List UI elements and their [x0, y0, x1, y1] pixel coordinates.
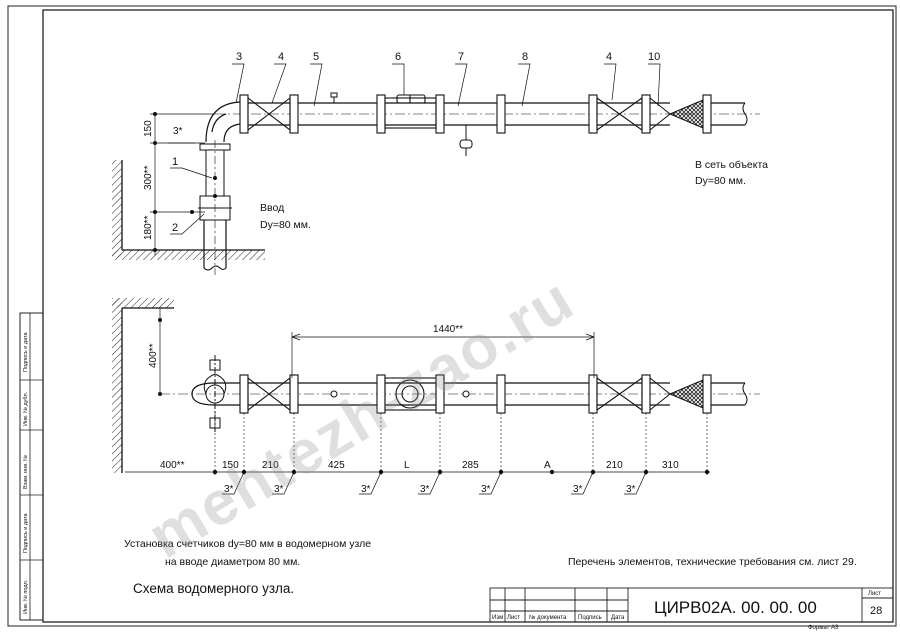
- meter-bottom: [384, 377, 437, 411]
- dim-dot: [158, 318, 162, 322]
- weld-mark: 3*: [274, 484, 284, 495]
- dim-dot: [158, 392, 162, 396]
- side-stamp-replace-inv: Взам. инв. №: [23, 455, 29, 489]
- callout-3: 3: [236, 51, 242, 63]
- dim-300: 300**: [143, 165, 154, 190]
- chain-dim-400: 400**: [160, 460, 185, 471]
- filter-top: [649, 97, 704, 131]
- side-stamp-signature-1: Подпись и дата: [23, 332, 29, 372]
- wall-bottom: [112, 298, 174, 473]
- chain-dim-L: L: [404, 460, 410, 471]
- side-stamp-signature-2: Подпись и дата: [23, 513, 29, 553]
- dim-150: 150: [143, 120, 154, 137]
- valves-bottom: [247, 377, 643, 411]
- weld-mark: 3*: [224, 484, 234, 495]
- title-block-headers: Изм Лист № документа Подпись Дата: [492, 614, 625, 621]
- reference-note: Перечень элементов, технические требован…: [568, 556, 857, 568]
- chain-dim-A: A: [544, 460, 551, 471]
- title-block: [489, 587, 894, 623]
- tb-header-date: Дата: [611, 615, 625, 621]
- callout-4a: 4: [278, 51, 284, 63]
- callout-7: 7: [458, 51, 464, 63]
- callout-1: 1: [172, 156, 178, 168]
- meter-top: [384, 94, 437, 129]
- dim-1440-label: 1440**: [433, 324, 463, 335]
- document-designation: ЦИРВ02А. 00. 00. 00: [654, 598, 817, 617]
- weld-mark: 3*: [420, 484, 430, 495]
- watermark: mehtezh-zao.ru: [137, 264, 586, 572]
- callouts-top: 3 4 5 6 7 8 4 10 1 2: [172, 51, 660, 234]
- elbow: [205, 101, 241, 143]
- weld-leaders: [222, 471, 647, 495]
- valves-top: [247, 97, 643, 131]
- vertical-dims-top: [150, 112, 215, 255]
- callout-6: 6: [395, 51, 401, 63]
- format-label: Формат А3: [808, 625, 839, 631]
- dim-180: 180**: [143, 215, 154, 240]
- callout-8: 8: [522, 51, 528, 63]
- top-view: 3 4 5 6 7 8 4 10 1 2: [112, 51, 768, 275]
- riser-clamp-bottom: [203, 355, 227, 432]
- chain-dim-150: 150: [222, 460, 239, 471]
- chain-dim-210a: 210: [262, 460, 279, 471]
- sheet-frame: [7, 5, 897, 627]
- tb-header-izm: Изм: [492, 615, 503, 621]
- inlet-label: Ввод: [260, 202, 284, 214]
- weld-mark: 3*: [573, 484, 583, 495]
- dim-3-star-top: 3*: [173, 126, 183, 137]
- chain-dim-210b: 210: [606, 460, 623, 471]
- install-note-line1: Установка счетчиков dy=80 мм в водомерно…: [124, 538, 371, 550]
- fittings-top: [330, 92, 473, 156]
- chain-dim-425: 425: [328, 460, 345, 471]
- chain-dim-310: 310: [662, 460, 679, 471]
- side-stamp-dup-inv: Инв. № дубл.: [23, 391, 29, 426]
- tb-header-doc: № документа: [529, 614, 567, 621]
- sheet-number: 28: [870, 605, 882, 617]
- riser-pipe: [198, 140, 232, 275]
- weld-mark: 3*: [626, 484, 636, 495]
- tb-header-sign: Подпись: [578, 615, 602, 621]
- side-stamp-orig-inv: Инв. № подл.: [23, 579, 29, 614]
- vertical-dim-dots: [153, 112, 217, 252]
- weld-mark: 3*: [361, 484, 371, 495]
- fittings-bottom: [330, 390, 470, 398]
- weld-mark: 3*: [481, 484, 491, 495]
- callout-5: 5: [313, 51, 319, 63]
- sheet-label: Лист: [868, 591, 881, 597]
- wall-top: [112, 160, 265, 260]
- tb-header-list: Лист: [507, 615, 520, 621]
- bottom-view: 400** 1440**: [112, 298, 760, 495]
- dim-400-vertical-label: 400**: [148, 343, 159, 368]
- dim-1440: [291, 332, 595, 378]
- weld-marks: 3* 3* 3* 3* 3* 3* 3*: [224, 484, 636, 495]
- callout-leaders-top: [170, 63, 661, 235]
- outlet-label: В сеть объекта: [695, 159, 768, 171]
- callout-2: 2: [172, 222, 178, 234]
- drawing-title: Схема водомерного узла.: [133, 581, 294, 596]
- extension-lines: [214, 413, 708, 476]
- install-note-line2: на вводе диаметром 80 мм.: [165, 556, 300, 568]
- outlet-size: Dy=80 мм.: [695, 175, 746, 187]
- chain-dim-285: 285: [462, 460, 479, 471]
- dim-400-vertical: [156, 307, 164, 394]
- callout-4b: 4: [606, 51, 612, 63]
- chain-dims: 400** 150 210 425 L 285 A 210 310: [160, 460, 679, 471]
- side-stamp: Подпись и дата Инв. № дубл. Взам. инв. №…: [19, 312, 44, 621]
- inlet-size: Dy=80 мм.: [260, 219, 311, 231]
- filter-bottom: [649, 377, 704, 411]
- callout-10: 10: [648, 51, 660, 63]
